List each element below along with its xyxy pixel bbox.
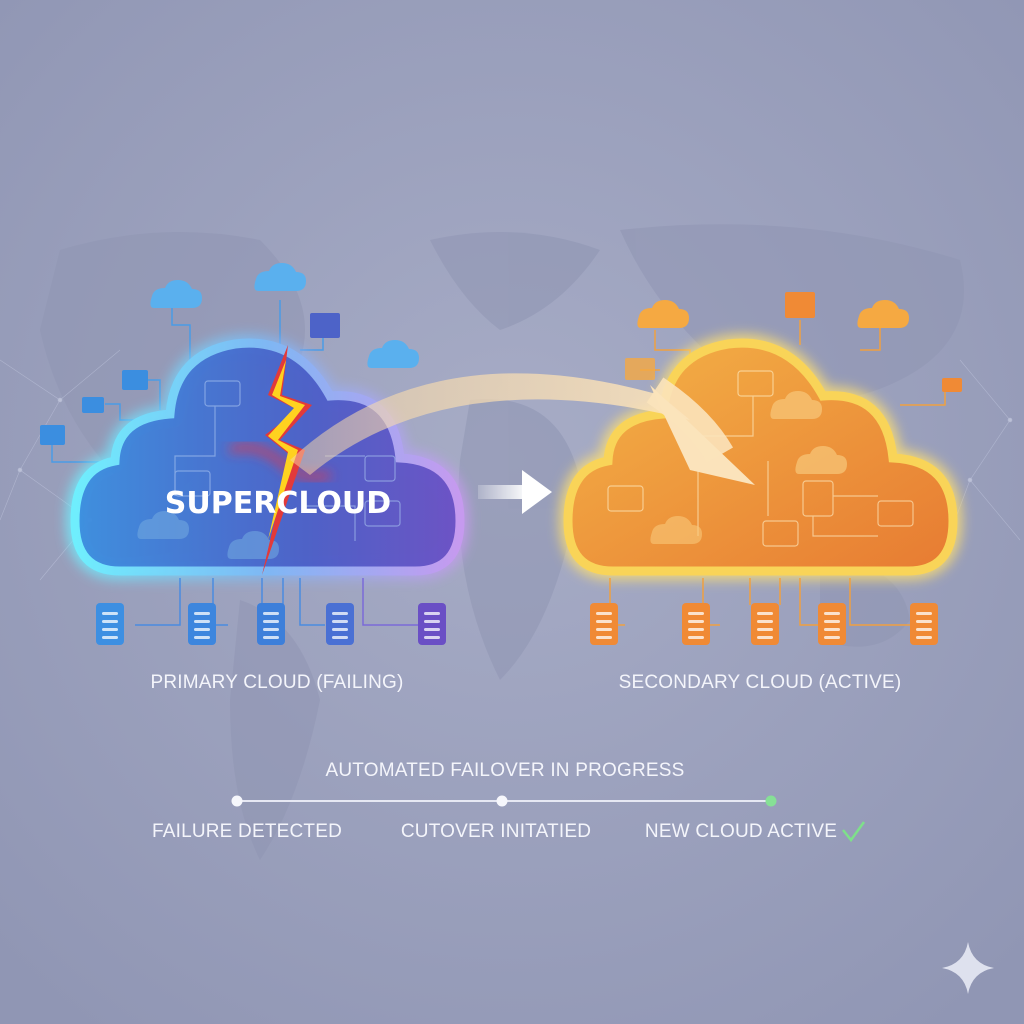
- progress-timeline: [231, 795, 777, 807]
- server-icon: [257, 603, 285, 645]
- monitor-icon: [625, 358, 655, 380]
- monitor-icon: [82, 397, 104, 413]
- lightning-bolt-icon: [229, 345, 331, 575]
- server-icon: [326, 603, 354, 645]
- failover-arc-arrow: [290, 373, 755, 485]
- monitor-icon: [40, 425, 65, 445]
- server-icon: [682, 603, 710, 645]
- server-icon: [910, 603, 938, 645]
- server-icon: [751, 603, 779, 645]
- step-dot-new-cloud-active: [765, 795, 777, 807]
- monitor-icon: [310, 313, 340, 338]
- monitor-icon: [785, 292, 815, 318]
- transfer-arrow-icon: [478, 470, 552, 514]
- server-icon: [418, 603, 446, 645]
- server-icon: [96, 603, 124, 645]
- step-dot-cutover-initiated: [496, 795, 508, 807]
- primary-cloud: SUPERCLOUD: [40, 263, 460, 645]
- primary-cloud-label: PRIMARY CLOUD (FAILING): [150, 672, 404, 693]
- brand-logo: SUPERCLOUD: [165, 486, 391, 521]
- sparkle-icon: [942, 942, 994, 994]
- monitor-icon: [942, 378, 962, 392]
- server-icon: [188, 603, 216, 645]
- monitor-icon: [122, 370, 148, 390]
- progress-title: AUTOMATED FAILOVER IN PROGRESS: [325, 760, 685, 781]
- server-icon: [590, 603, 618, 645]
- server-icon: [818, 603, 846, 645]
- check-icon: [842, 821, 866, 843]
- secondary-cloud-label: SECONDARY CLOUD (ACTIVE): [618, 672, 902, 693]
- step-label-cutover-initiated: CUTOVER INITATIED: [400, 821, 592, 842]
- secondary-cloud: [568, 292, 962, 645]
- step-label-new-cloud-active: NEW CLOUD ACTIVE: [644, 821, 838, 842]
- world-map-silhouette: [40, 224, 964, 860]
- step-dot-failure-detected: [231, 795, 243, 807]
- step-label-failure-detected: FAILURE DETECTED: [151, 821, 343, 842]
